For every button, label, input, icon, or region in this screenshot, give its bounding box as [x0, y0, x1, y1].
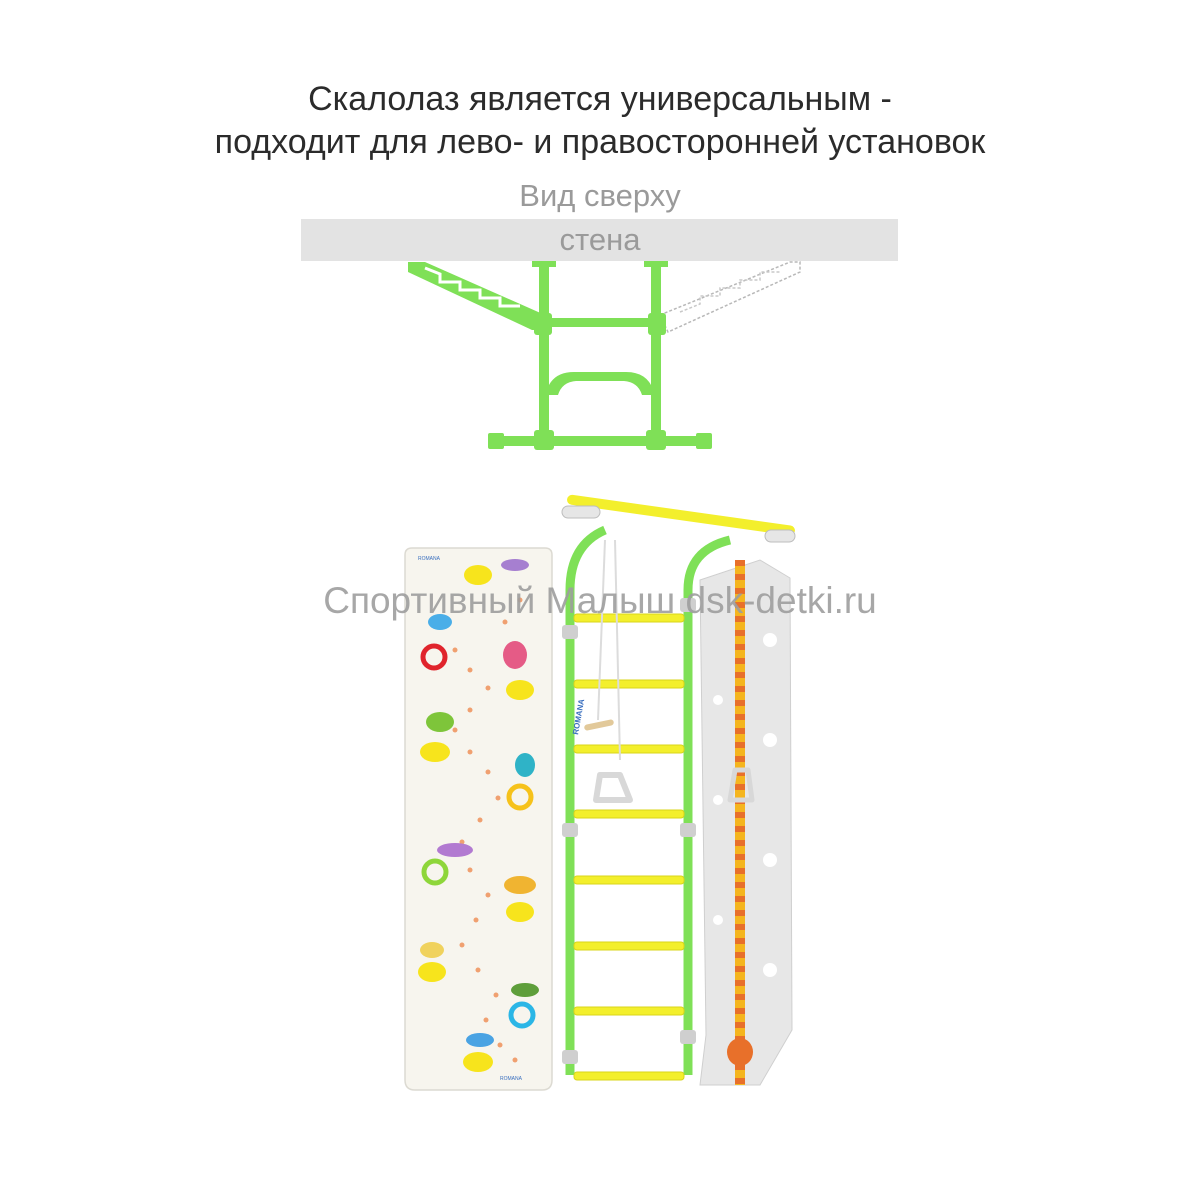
headline-line-1: Скалолаз является универсальным -	[308, 80, 892, 118]
climbing-holds	[418, 565, 534, 1072]
gym-rings-trapeze	[584, 539, 633, 803]
headline-line-2: подходит для лево- и правосторонней уста…	[214, 123, 986, 161]
ring-holds	[420, 643, 536, 1029]
headline: Скалолаз является универсальным - подход…	[0, 78, 1200, 164]
top-view-label: Вид сверху	[519, 178, 681, 213]
climbing-board: ROMANA ROMANA	[404, 547, 553, 1091]
right-climbing-board-top-ghost	[658, 261, 801, 333]
wall-label: стена	[559, 222, 641, 257]
left-climbing-board-top	[408, 262, 545, 330]
ladder-frame-top	[488, 261, 712, 450]
wall-panel	[699, 559, 793, 1086]
footprints	[452, 597, 523, 1063]
board-brand-bottom: ROMANA	[500, 1076, 523, 1082]
dinosaur-stickers	[420, 559, 539, 1047]
wall-bars: ROMANA	[561, 494, 796, 1081]
wall-bar	[301, 219, 898, 261]
board-brand-top: ROMANA	[418, 556, 441, 562]
climbing-rope	[727, 560, 755, 1085]
